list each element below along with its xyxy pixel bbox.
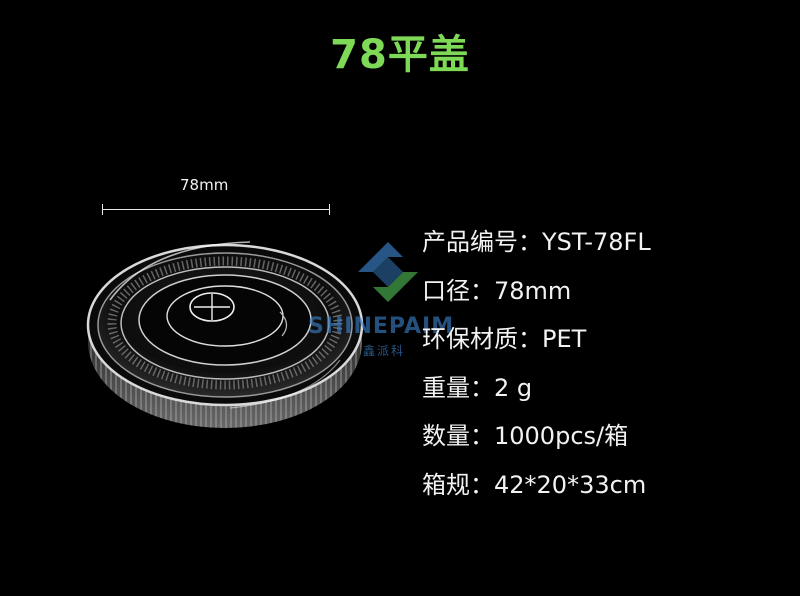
- page-title: 78平盖: [330, 32, 470, 78]
- flat-lid-image: [86, 241, 364, 428]
- spec-diameter: 口径：78mm: [422, 276, 572, 305]
- dimension-tick-right: [329, 204, 330, 215]
- spec-carton-size: 箱规：42*20*33cm: [422, 470, 647, 499]
- spec-quantity: 数量：1000pcs/箱: [422, 422, 629, 450]
- spec-material: 环保材质：PET: [422, 325, 587, 353]
- watermark-brand-cn: 鑫派科: [363, 344, 406, 358]
- spec-weight: 重量：2 g: [422, 373, 533, 402]
- brand-logo-icon: [358, 242, 418, 302]
- dimension-label: 78mm: [180, 176, 229, 194]
- brand-watermark: SHINEPAIM 鑫派科: [308, 232, 468, 362]
- spec-product-code: 产品编号：YST-78FL: [422, 228, 651, 256]
- dimension-line: [102, 209, 330, 210]
- dimension-tick-left: [102, 204, 103, 215]
- watermark-brand-en: SHINEPAIM: [308, 314, 455, 339]
- spec-list: 产品编号：YST-78FL 口径：78mm 环保材质：PET 重量：2 g 数量…: [422, 218, 651, 509]
